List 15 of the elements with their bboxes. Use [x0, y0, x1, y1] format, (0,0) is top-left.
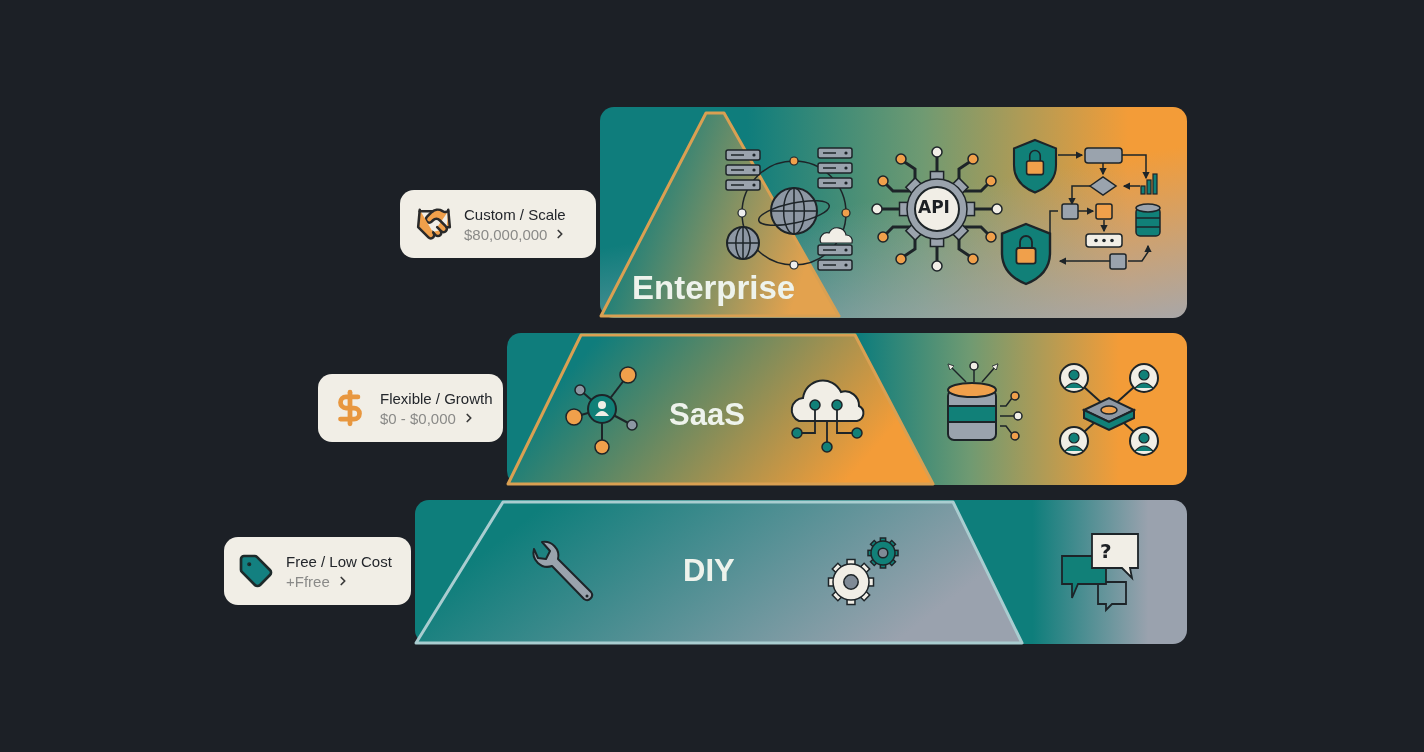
price-card [224, 537, 411, 605]
api-label: API [918, 199, 950, 216]
card-title: Flexible / Growth [380, 389, 493, 407]
tier-title: SaaS [669, 398, 745, 433]
tier-title: DIY [683, 554, 735, 589]
price-card [400, 190, 596, 258]
tier-trapezoid [505, 333, 935, 486]
price-text: $80,000,000 [464, 225, 548, 243]
tier-trapezoid [413, 500, 1024, 645]
price-card [318, 374, 503, 442]
card-title: Custom / Scale [464, 205, 567, 223]
question-mark: ? [1100, 541, 1112, 561]
price-text: +Ffree [286, 572, 330, 590]
card-title: Free / Low Cost [286, 552, 392, 570]
price-text: $0 - $0,000 [380, 409, 456, 427]
